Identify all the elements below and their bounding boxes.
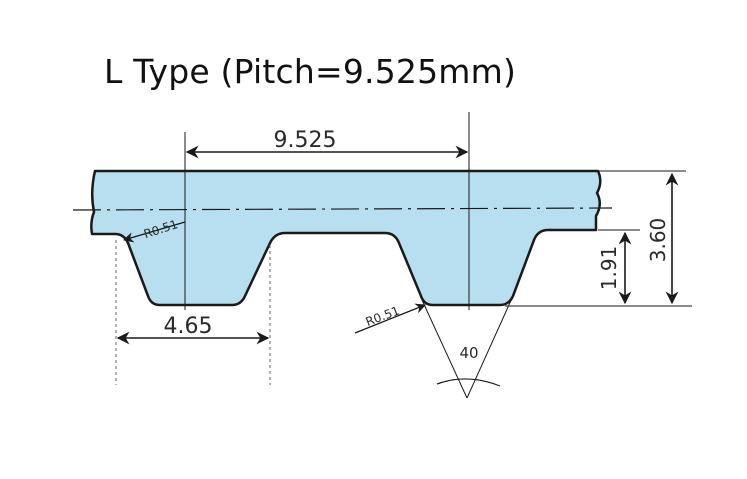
angle-label: 40 [459,344,478,362]
pitch-label: 9.525 [274,128,337,153]
tooth-width-label: 4.65 [164,314,213,339]
angle-line-left [421,299,468,399]
total-height-label: 3.60 [646,218,670,263]
radius-left-leader [123,221,186,243]
angle-line-right [466,295,514,399]
angle-arc [436,378,501,387]
radius-bottom-leader [354,303,426,334]
belt-body [90,169,602,307]
radius-bottom-label: R0.51 [364,303,402,329]
page-title: L Type (Pitch=9.525mm) [104,52,517,91]
tooth-height-label: 1.91 [597,246,621,291]
pitch-line [72,207,613,211]
